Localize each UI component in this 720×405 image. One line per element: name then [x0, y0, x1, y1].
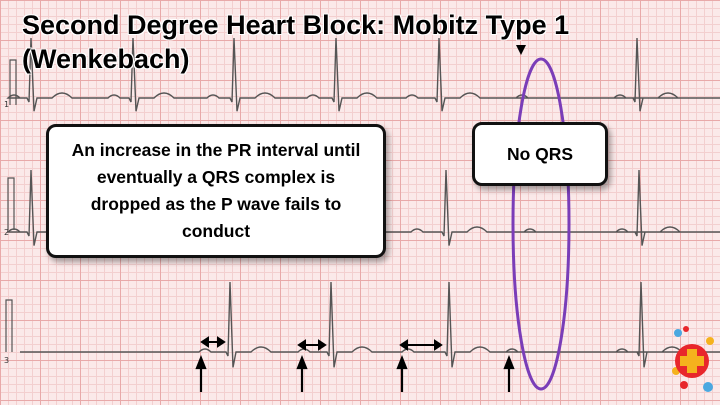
no-qrs-ellipse — [511, 57, 571, 391]
explanation-callout: An increase in the PR interval until eve… — [46, 124, 386, 258]
double-arrow-icon — [399, 339, 443, 351]
no-qrs-text: No QRS — [506, 143, 574, 164]
up-arrow-icon — [503, 355, 515, 392]
lead-label: 1 — [4, 100, 10, 109]
calibration-pulse — [9, 59, 17, 105]
no-qrs-callout: No QRS — [472, 122, 608, 186]
medical-cross-logo-icon — [672, 326, 714, 392]
lead-label: 2 — [4, 228, 10, 237]
up-arrow-icon — [195, 355, 207, 392]
double-arrow-icon — [200, 336, 226, 348]
up-arrow-icon — [296, 355, 308, 392]
lead-label: 3 — [4, 356, 10, 365]
pr-interval-arrows — [200, 336, 443, 351]
ecg-trace — [6, 37, 720, 112]
p-wave-arrows — [195, 355, 515, 392]
ecg-trace — [20, 281, 720, 368]
down-triangle-marker-icon — [516, 45, 526, 55]
up-arrow-icon — [396, 355, 408, 392]
double-arrow-icon — [297, 339, 327, 351]
slide-title: Second Degree Heart Block: Mobitz Type 1… — [22, 10, 570, 74]
calibration-pulse — [5, 299, 13, 352]
calibration-pulse — [7, 177, 15, 230]
explanation-text: An increase in the PR interval until eve… — [71, 140, 361, 241]
